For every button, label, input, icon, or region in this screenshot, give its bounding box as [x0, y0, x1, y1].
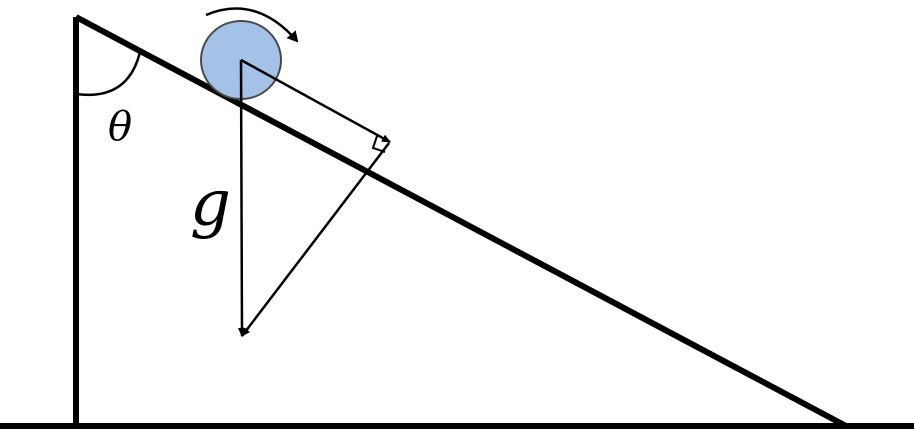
clockwise-arrow-icon [205, 7, 299, 43]
gravity-vector [237, 59, 246, 337]
incline-surface [74, 14, 848, 429]
gravity-label: g [190, 167, 231, 241]
angle-label: θ [108, 104, 132, 150]
parallel-component-line [240, 58, 391, 144]
perpendicular-component-line [241, 142, 390, 337]
angle-arc [75, 51, 142, 97]
right-angle-marker [371, 135, 386, 153]
